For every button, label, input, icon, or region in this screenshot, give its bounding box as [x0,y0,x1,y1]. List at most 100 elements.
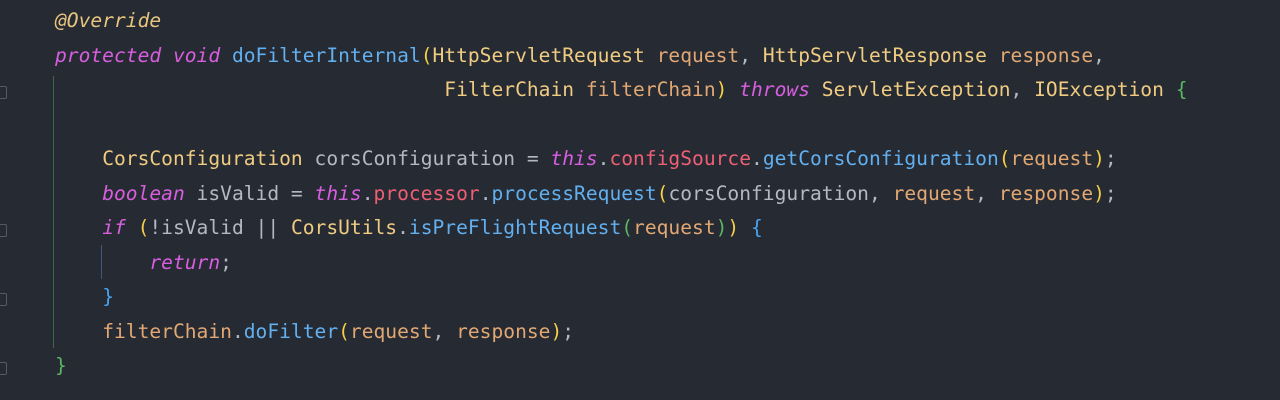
code-token: ; [562,319,575,343]
fold-icon[interactable] [0,362,7,375]
code-token: { [1175,78,1188,101]
code-token [55,182,102,205]
code-token: ) [1093,181,1105,205]
code-token: . [231,319,244,343]
code-token [55,320,102,343]
code-token [55,147,102,170]
code-token: ) [727,216,740,239]
code-token: return [149,250,221,274]
code-token [810,78,822,101]
code-token [220,44,232,67]
code-line[interactable]: FilterChain filterChain) throws ServletE… [55,73,1188,108]
code-token: ( [420,43,433,67]
code-token: ServletException [821,78,1011,101]
code-token: , [739,43,763,67]
code-line[interactable]: boolean isValid = this.processor.process… [55,177,1188,212]
code-token: ; [1104,147,1117,170]
code-token: ) [550,319,563,343]
code-line[interactable] [55,108,1188,143]
code-line[interactable]: protected void doFilterInternal(HttpServ… [55,39,1188,74]
code-token: this [314,181,362,205]
code-line[interactable]: CorsConfiguration corsConfiguration = th… [55,142,1188,177]
code-token [645,44,657,67]
code-token: . [361,181,374,205]
code-token [739,216,751,239]
code-token: protected [55,43,162,67]
code-token [987,44,999,67]
code-token: throws [739,78,810,101]
code-token: doFilter [243,319,339,343]
code-token: ( [338,319,350,343]
code-token: void [172,43,221,67]
indent-guide [53,76,54,348]
code-token: isValid = [184,181,315,205]
code-token: ; [1104,181,1117,205]
code-token: @Override [55,9,162,32]
code-token: filterChain [585,78,716,101]
code-area[interactable]: @Override protected void doFilterInternal… [55,4,1188,384]
code-token [727,78,739,101]
code-token: CorsUtils [290,216,398,239]
code-token: corsConfiguration = [302,147,551,170]
code-line[interactable]: } [55,280,1188,315]
code-token [55,251,149,274]
code-token: getCorsConfiguration [762,147,999,170]
code-token [161,44,173,67]
code-token: corsConfiguration, [668,181,893,205]
code-token: request [349,319,433,343]
indent-guide [101,245,102,279]
code-token [55,78,444,101]
code-line[interactable]: filterChain.doFilter(request, response); [55,315,1188,350]
code-token: { [751,216,763,239]
code-line[interactable]: return; [55,246,1188,281]
code-token [126,216,138,239]
code-token: } [102,285,114,308]
code-token: request [1010,147,1094,170]
code-token [1164,78,1176,101]
code-token: HttpServletRequest [432,43,645,67]
code-line[interactable]: if (!isValid || CorsUtils.isPreFlightReq… [55,211,1188,246]
code-token: IOException [1034,78,1164,101]
fold-icon[interactable] [0,224,7,237]
code-token: . [397,216,409,239]
code-token: processRequest [491,181,657,205]
code-token: ; [220,250,232,274]
code-line[interactable]: } [55,349,1188,384]
code-token [55,285,102,308]
code-token: this [550,147,598,170]
code-token: ( [621,216,634,239]
fold-icon[interactable] [0,293,7,306]
code-token: CorsConfiguration [102,147,303,170]
code-token: boolean [102,181,185,205]
code-token: ( [998,147,1011,170]
code-token: response [456,319,551,343]
code-line[interactable]: @Override [55,4,1188,39]
code-token: ( [137,216,150,239]
code-token: , [432,319,457,343]
code-token: filterChain [102,319,232,343]
code-token: request [656,43,740,67]
code-token: !isValid || [149,216,291,239]
code-token: ( [656,181,669,205]
code-token: , [1093,43,1105,67]
code-token [55,216,102,239]
code-token: . [479,181,492,205]
code-token: HttpServletResponse [762,43,987,67]
code-token: response [998,43,1094,67]
code-token: isPreFlightRequest [408,216,622,239]
code-token: , [1010,78,1035,101]
code-token: processor [373,181,480,205]
code-token: , [975,181,999,205]
code-token: . [751,147,763,170]
code-token: ) [715,216,728,239]
code-token: } [55,354,67,377]
code-token: FilterChain [444,78,575,101]
code-token: response [998,181,1094,205]
code-token: ) [715,78,728,101]
fold-icon[interactable] [0,86,7,99]
code-token: ) [1093,147,1105,170]
code-token [574,78,586,101]
code-token: doFilterInternal [231,43,421,67]
code-token: if [102,216,126,239]
